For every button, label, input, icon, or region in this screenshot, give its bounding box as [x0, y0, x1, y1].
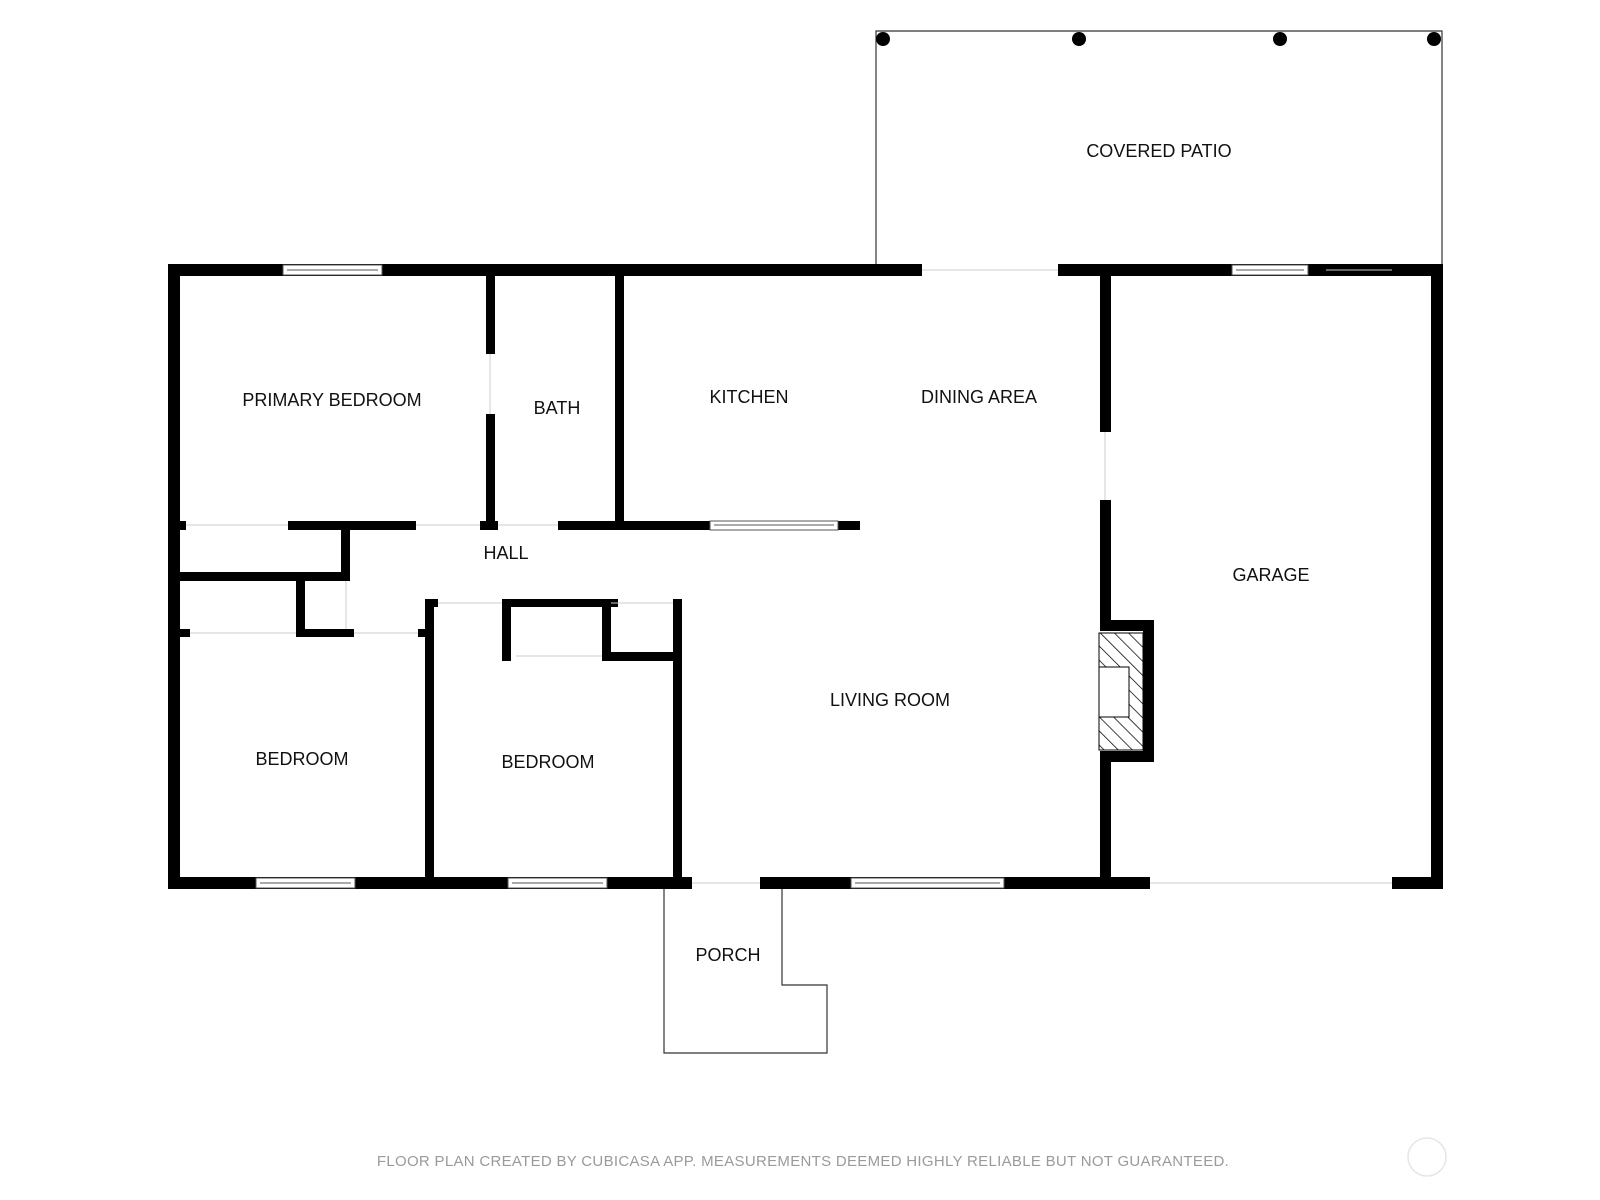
window — [507, 877, 608, 889]
window — [255, 877, 356, 889]
room-label-kitchen: KITCHEN — [709, 387, 788, 407]
room-label-hall: HALL — [483, 543, 528, 563]
window — [850, 877, 1005, 889]
porch-outline — [663, 888, 828, 1054]
patio-post — [1273, 32, 1287, 46]
watermark-logo-icon — [1407, 1137, 1447, 1177]
room-label-bedroom-center: BEDROOM — [501, 752, 594, 772]
window — [282, 264, 383, 276]
room-labels: COVERED PATIO PRIMARY BEDROOM BATH KITCH… — [242, 141, 1309, 965]
patio-post — [876, 32, 890, 46]
window — [1231, 264, 1309, 276]
windows — [255, 264, 1309, 889]
room-label-living-room: LIVING ROOM — [830, 690, 950, 710]
room-label-garage: GARAGE — [1232, 565, 1309, 585]
room-label-bath: BATH — [534, 398, 581, 418]
patio-post — [1072, 32, 1086, 46]
room-label-porch: PORCH — [695, 945, 760, 965]
fireplace — [1098, 632, 1144, 751]
room-label-covered-patio: COVERED PATIO — [1086, 141, 1231, 161]
covered-patio — [875, 30, 1443, 268]
door-openings — [186, 269, 1392, 884]
room-label-bedroom-left: BEDROOM — [255, 749, 348, 769]
footer-disclaimer: FLOOR PLAN CREATED BY CUBICASA APP. MEAS… — [377, 1153, 1229, 1170]
patio-post — [1427, 32, 1441, 46]
room-label-primary-bedroom: PRIMARY BEDROOM — [242, 390, 421, 410]
window — [709, 520, 839, 531]
room-label-dining-area: DINING AREA — [921, 387, 1037, 407]
interior-walls — [168, 264, 1154, 889]
